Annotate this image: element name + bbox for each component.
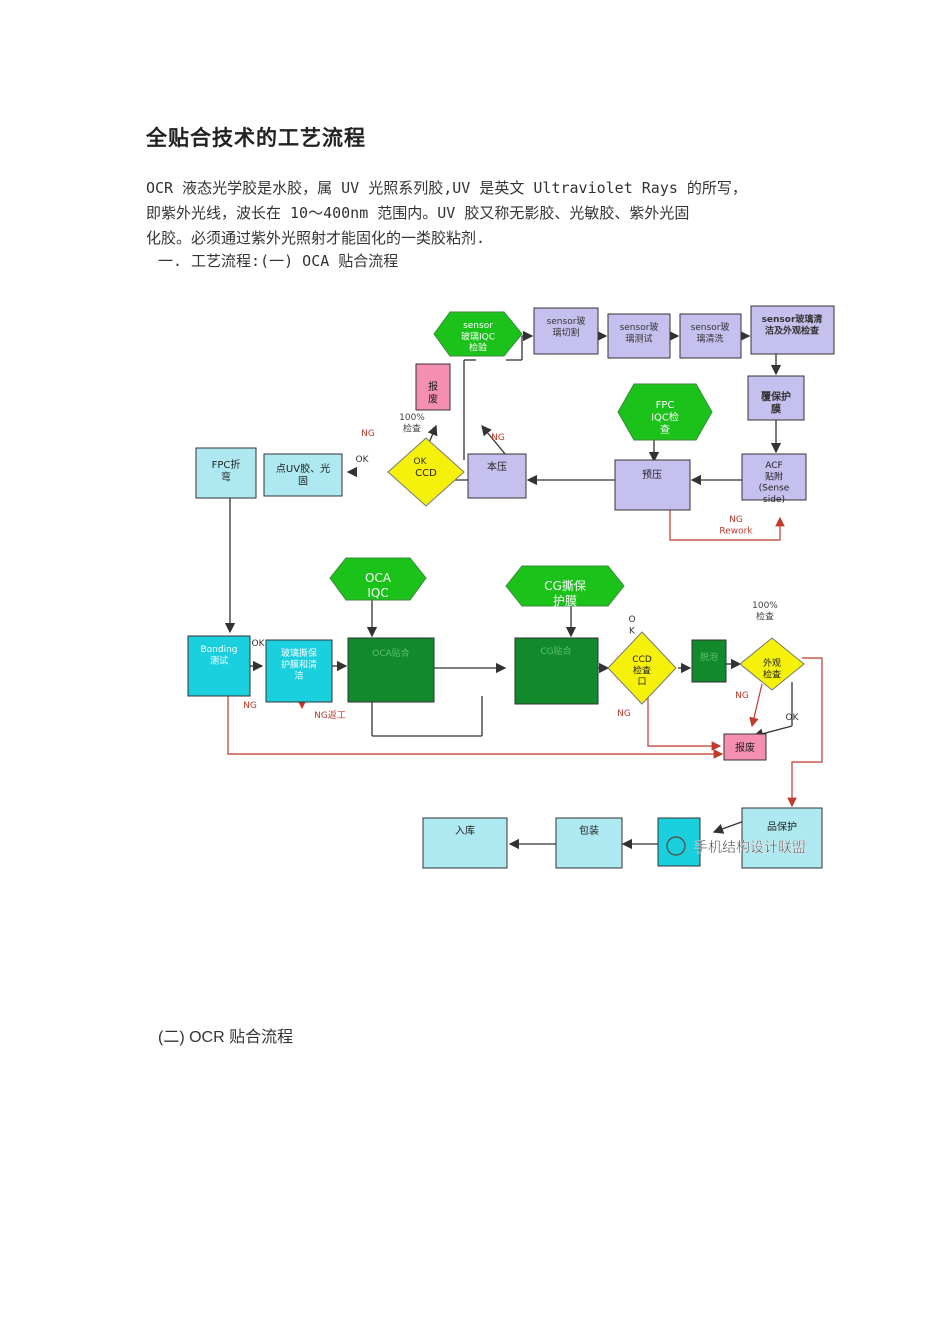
- ok-label: OK: [414, 457, 428, 467]
- watermark-text: 手机结构设计联盟: [694, 840, 806, 856]
- node-label: 玻璃撕保护膜和清洁: [281, 647, 317, 682]
- ok-label: OK: [786, 713, 800, 723]
- node-protect-film: 覆保护膜: [747, 375, 805, 421]
- node-label: CCD: [415, 468, 437, 479]
- node-label: sensor玻璃清洗: [691, 321, 730, 344]
- node-oca-laminate: OCA贴合: [347, 637, 435, 703]
- wechat-icon: [666, 836, 686, 856]
- node-label: sensor玻璃清洁及外观检查: [762, 313, 823, 336]
- node-glass-protect: 玻璃撕保护膜和清洁: [265, 639, 333, 703]
- ng-label: NG: [491, 433, 505, 443]
- node-label: 品保护: [767, 820, 797, 833]
- node-appearance: 外观检查: [739, 637, 805, 691]
- node-uv-cure: 点UV胶、光固: [263, 453, 343, 497]
- node-label: FPC折弯: [212, 458, 241, 484]
- node-pre-press: 预压: [614, 459, 691, 511]
- node-fpc-bend: FPC折弯: [195, 447, 257, 499]
- ng-label: NG: [361, 429, 375, 439]
- section-label: 一. 工艺流程:(一) OCA 贴合流程: [158, 252, 399, 270]
- node-label: CG撕保护膜: [544, 579, 586, 608]
- node-defoam: 脱泡: [691, 639, 727, 683]
- node-label: 报废: [735, 741, 755, 754]
- page-title: 全贴合技术的工艺流程: [146, 125, 366, 150]
- node-main-press: 本压: [467, 453, 527, 499]
- node-sensor-clean-inspect: sensor玻璃清洁及外观检查: [750, 305, 835, 355]
- node-label: 入库: [455, 824, 475, 837]
- node-warehouse: 入库: [422, 817, 508, 869]
- node-label: 预压: [642, 469, 662, 481]
- paragraph-line: 即紫外光线，波长在 10～400nm 范围内。UV 胶又称无影胶、光敏胶、紫外光…: [146, 204, 690, 222]
- partial-box: [657, 817, 701, 867]
- node-label: 本压: [487, 460, 507, 473]
- node-cg-laminate: CG贴合: [514, 637, 599, 705]
- watermark: 手机结构设计联盟: [666, 836, 806, 856]
- node-label: sensor玻璃切割: [547, 315, 586, 338]
- node-label: 外观检查: [763, 657, 781, 680]
- node-label: 包装: [579, 824, 599, 837]
- ng-label: NG: [735, 691, 749, 701]
- node-scrap-bottom: 报废: [723, 733, 767, 761]
- subsection-label: (二) OCR 贴合流程: [158, 1029, 294, 1046]
- paragraph-line: OCR 液态光学胶是水胶，属 UV 光照系列胶,UV 是英文 Ultraviol…: [146, 179, 747, 197]
- node-label: 脱泡: [700, 651, 718, 663]
- node-sensor-test: sensor玻璃测试: [607, 313, 671, 359]
- node-label: sensor玻璃测试: [620, 321, 659, 344]
- ok-label: OK: [356, 455, 370, 465]
- node-label: CG贴合: [540, 645, 571, 657]
- node-cg-iqc: CG撕保护膜: [505, 565, 625, 608]
- node-sensor-cut: sensor玻璃切割: [533, 307, 599, 355]
- node-package: 包装: [555, 817, 623, 869]
- node-ccd-top: CCD: [387, 437, 465, 507]
- node-label: 点UV胶、光固: [276, 462, 330, 488]
- node-label: 报废: [428, 380, 438, 406]
- node-sensor-clean: sensor玻璃清洗: [679, 313, 742, 359]
- node-label: OCA贴合: [372, 647, 410, 659]
- node-label: 覆保护膜: [761, 390, 791, 416]
- ng-label: NG: [617, 709, 631, 719]
- node-scrap-top: 报废: [415, 363, 451, 411]
- ng-rework-bottom-label: NG返工: [314, 709, 346, 721]
- ok-label: OK: [252, 639, 266, 649]
- inspect-100-label: 100%检查: [399, 413, 425, 434]
- inspect-100-label: 100%检查: [752, 601, 778, 622]
- node-pack-protect: 品保护: [741, 807, 823, 869]
- paragraph-line: 化胶。必须通过紫外光照射才能固化的一类胶粘剂.: [146, 229, 486, 247]
- ng-label: NG: [243, 701, 257, 711]
- intro-paragraph: OCR 液态光学胶是水胶，属 UV 光照系列胶,UV 是英文 Ultraviol…: [146, 176, 826, 251]
